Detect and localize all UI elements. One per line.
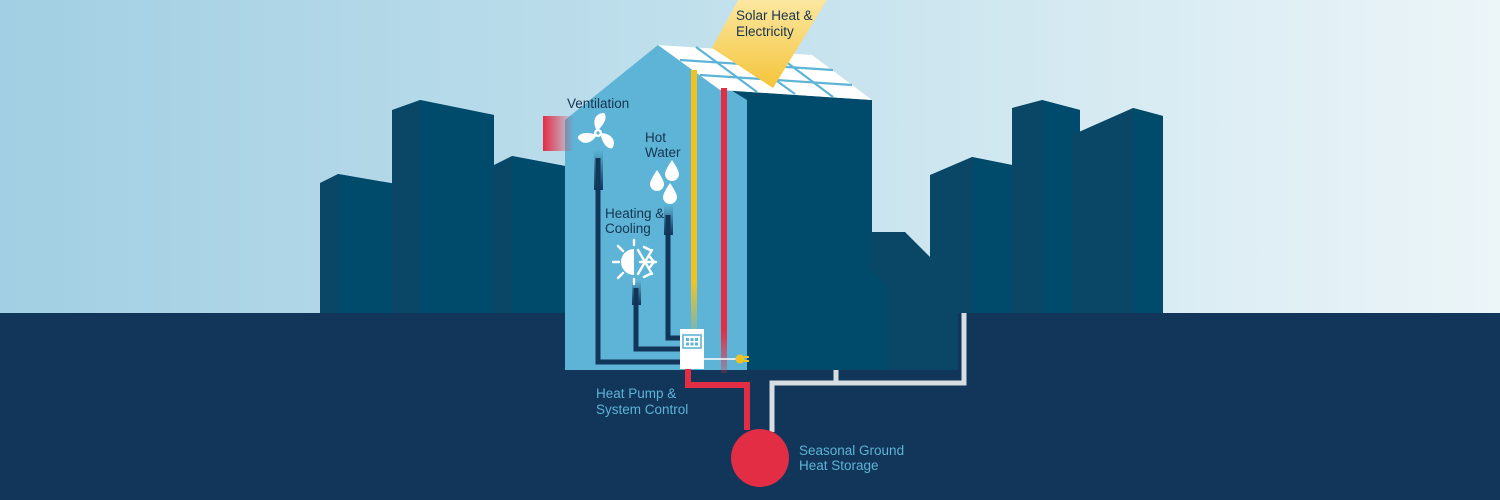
ground-storage-icon bbox=[731, 429, 789, 487]
storage-return-pipes bbox=[769, 313, 967, 432]
storage-label-line2: Heat Storage bbox=[799, 458, 879, 473]
solar-pipe bbox=[691, 70, 697, 335]
control-unit-icon bbox=[680, 329, 704, 369]
distribution-pipes bbox=[595, 158, 682, 365]
heat-pump-label-line2: System Control bbox=[596, 402, 688, 417]
heating-label-line1: Heating & bbox=[605, 206, 664, 221]
solar-ray bbox=[712, 0, 827, 88]
solar-label-line2: Electricity bbox=[736, 24, 794, 39]
right-skyline bbox=[930, 100, 1163, 315]
heating-label-line2: Cooling bbox=[605, 221, 651, 236]
solar-label-line1: Solar Heat & bbox=[736, 8, 813, 23]
fan-icon bbox=[577, 113, 614, 149]
main-building-front bbox=[565, 45, 747, 370]
pipe-fades bbox=[594, 150, 673, 305]
water-drops-icon bbox=[650, 160, 679, 204]
heat-pump-label-line1: Heat Pump & bbox=[596, 386, 676, 401]
hot-water-label-line1: Hot bbox=[645, 130, 666, 145]
left-skyline bbox=[320, 100, 565, 315]
sun-snowflake-icon bbox=[611, 238, 658, 286]
hot-water-label-line2: Water bbox=[645, 145, 681, 160]
storage-supply-pipes bbox=[685, 368, 750, 430]
storage-label-line1: Seasonal Ground bbox=[799, 443, 904, 458]
ventilation-label: Ventilation bbox=[567, 96, 629, 111]
plug-icon bbox=[704, 354, 749, 364]
hot-pipe-vertical bbox=[721, 88, 727, 373]
small-houses bbox=[786, 232, 958, 370]
ventilation-air-outlet bbox=[543, 116, 573, 151]
